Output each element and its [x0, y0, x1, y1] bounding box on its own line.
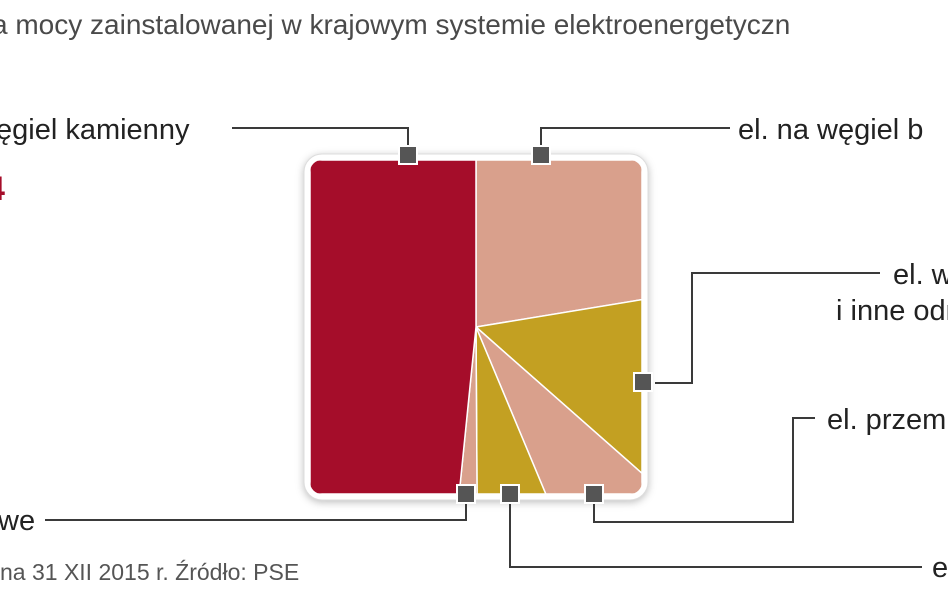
label-wind-line1: el. w	[893, 259, 948, 291]
marker-wind	[633, 372, 653, 392]
leader-e	[509, 496, 922, 568]
chart-title: a mocy zainstalowanej w krajowym systemi…	[0, 9, 790, 40]
slice-5	[310, 160, 477, 494]
leader-lignite	[540, 127, 730, 152]
source-note: na 31 XII 2015 r. Źródło: PSE	[0, 559, 299, 585]
slice-2	[475, 326, 642, 494]
label-hard-coal: ęgiel kamienny	[0, 114, 190, 146]
slices	[310, 160, 642, 494]
leader-industrial	[593, 417, 815, 523]
label-lignite: el. na węgiel b	[738, 114, 923, 146]
marker-lignite	[531, 145, 551, 165]
leader-hard-coal	[232, 127, 409, 152]
marker-hard-coal	[398, 145, 418, 165]
label-e: e	[932, 552, 948, 584]
marker-industrial	[584, 484, 604, 504]
label-industrial: el. przem	[827, 404, 946, 436]
accent-number: 4	[0, 170, 5, 208]
slice-1	[474, 298, 642, 476]
slice-0	[475, 160, 642, 328]
label-we: we	[0, 505, 35, 537]
marker-we	[456, 484, 476, 504]
leader-wind	[655, 272, 880, 384]
label-wind-line2: i inne odn	[836, 295, 948, 327]
marker-e	[500, 484, 520, 504]
slice-3	[475, 326, 547, 494]
